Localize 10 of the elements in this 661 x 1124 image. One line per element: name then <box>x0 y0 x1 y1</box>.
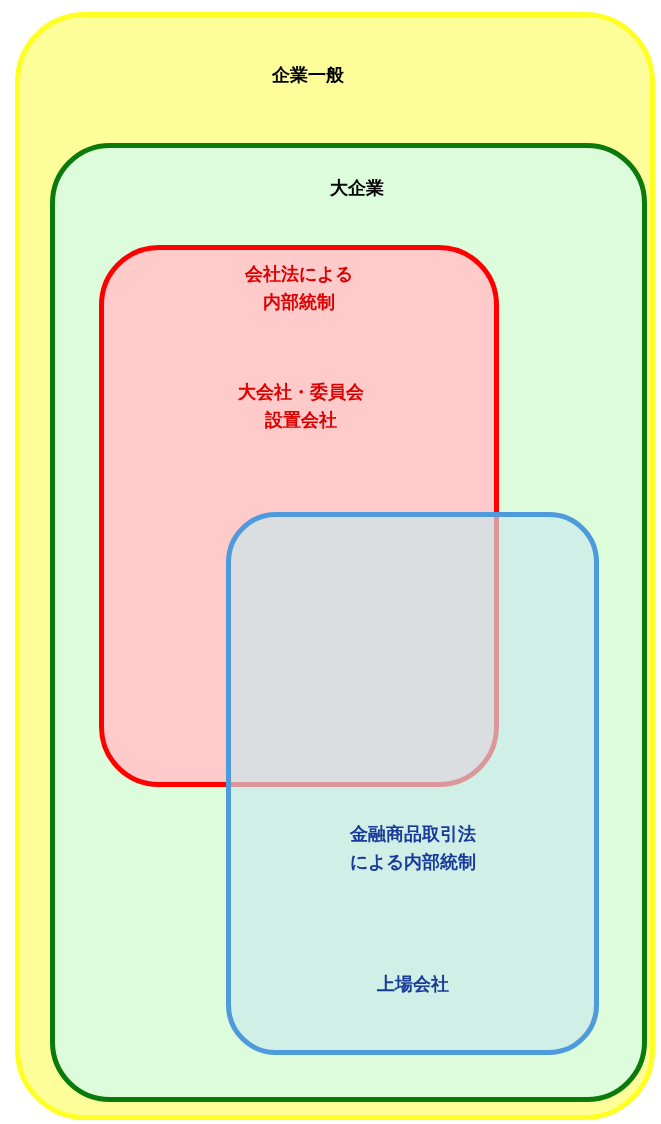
region-title: 金融商品取引法による内部統制 <box>348 822 477 874</box>
rounded-region <box>15 12 655 1120</box>
rounded-region <box>226 512 599 1055</box>
rounded-region <box>99 245 499 787</box>
region-label: 上場会社 <box>375 972 450 996</box>
rounded-region <box>50 143 647 1102</box>
region-label: 大会社・委員会設置会社 <box>237 380 365 432</box>
region-title: 会社法による内部統制 <box>244 262 354 314</box>
region-title: 大企業 <box>329 176 385 200</box>
region-title: 企業一般 <box>271 63 345 87</box>
